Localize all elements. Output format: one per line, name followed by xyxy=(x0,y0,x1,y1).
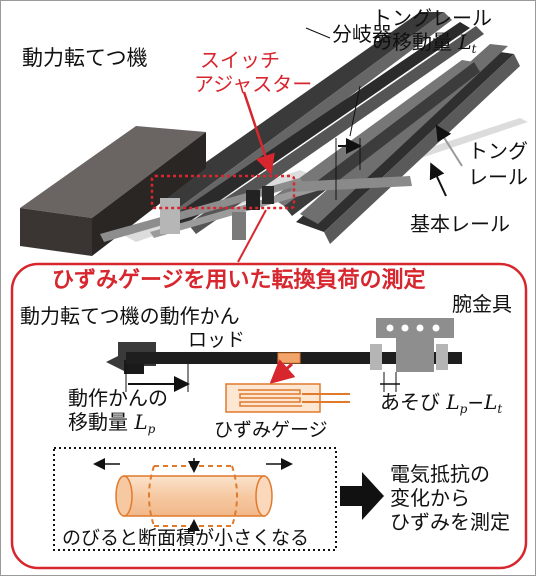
play-label: あそび Lp−Lt xyxy=(380,390,503,416)
rod-label: 動力転てつ機の動作かん xyxy=(20,304,240,328)
strain-gauge-graphic xyxy=(225,359,350,413)
tongue-move-label: トングレール の移動量 Lt xyxy=(372,6,492,56)
operating-rod-schematic xyxy=(106,342,462,374)
tongue-rail-label: トング レール xyxy=(468,139,528,189)
rod-move-dimension xyxy=(125,364,190,392)
rail-tongue-right xyxy=(272,60,480,216)
rod-label-2: ロッド xyxy=(188,329,246,351)
stock-rail-label: 基本レール xyxy=(410,212,510,236)
branch-device-label: 分岐器 xyxy=(332,22,392,46)
deformation-cylinder xyxy=(93,458,293,534)
result-label: 電気抵抗の 変化から ひずみを測定 xyxy=(390,462,510,534)
adjuster-pointer xyxy=(242,91,275,175)
strain-gauge-label: ひずみゲージ xyxy=(214,419,328,441)
rod-move-label: 動作かんの 移動量 Lp xyxy=(68,386,168,436)
deformation-caption: のびると断面積が小さくなる xyxy=(62,527,310,549)
switch-adjuster-highlight xyxy=(150,174,296,210)
power-machine-label: 動力転てつ機 xyxy=(22,46,148,70)
power-switch-machine xyxy=(20,126,206,256)
bracket-plate xyxy=(376,318,454,372)
branch-leader xyxy=(305,27,331,39)
play-dimension xyxy=(380,372,400,392)
tongue-rail-leader xyxy=(435,124,463,167)
tongue-move-dimension xyxy=(335,85,362,200)
bracket-label: 腕金具 xyxy=(452,292,512,316)
stock-rail-leader xyxy=(429,162,447,197)
switch-adjuster-label: スイッチ アジャスター xyxy=(194,48,313,96)
panel-title: ひずみゲージを用いた転換負荷の測定 xyxy=(52,268,426,293)
panel-connector xyxy=(237,209,267,263)
operating-rod-3d xyxy=(100,176,412,242)
result-arrow xyxy=(340,472,384,520)
deformation-box xyxy=(53,447,337,551)
